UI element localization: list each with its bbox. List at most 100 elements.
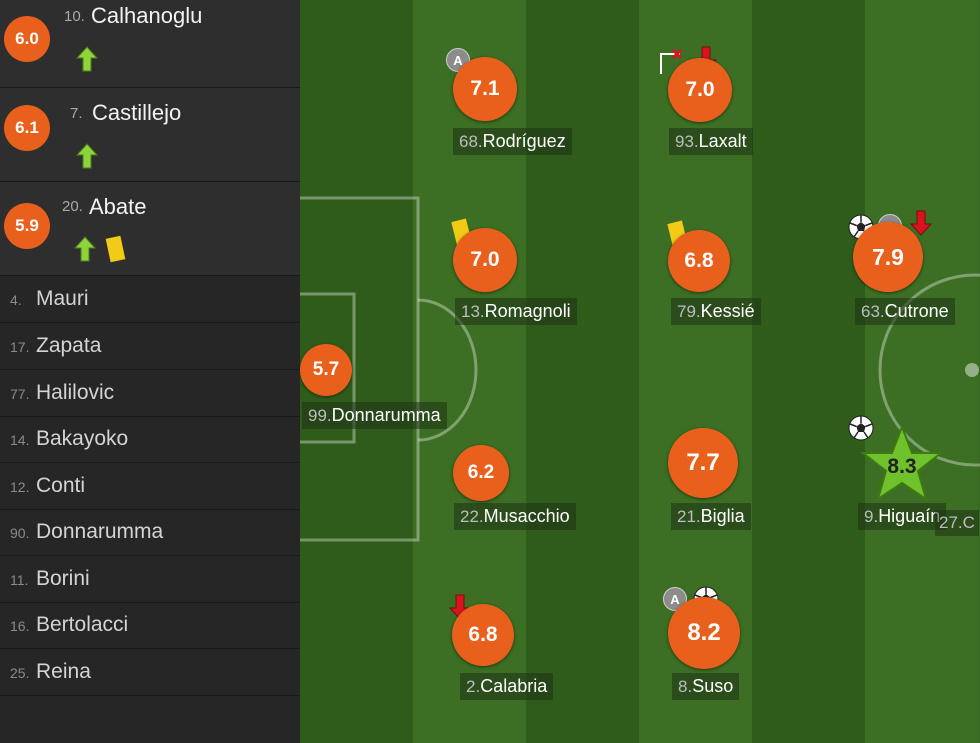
player-number: 7. xyxy=(70,105,83,122)
rating-badge: 6.8 xyxy=(452,604,514,666)
pitch: 5.7 99.Donnarumma A 7.1 68.Rodríguez 7.0… xyxy=(300,0,980,743)
man-of-the-match-star-icon xyxy=(860,424,944,502)
player-name: Biglia xyxy=(700,506,745,526)
player-number: 10. xyxy=(64,8,85,25)
player-number: 8. xyxy=(678,677,693,696)
bench-row[interactable]: 17. Zapata xyxy=(0,324,300,370)
rating-badge: 5.7 xyxy=(300,344,352,396)
player-label[interactable]: 2.Calabria xyxy=(460,673,554,700)
player-number: 21. xyxy=(677,507,701,526)
bench-row[interactable]: 16. Bertolacci xyxy=(0,603,300,649)
corner-flag-icon xyxy=(660,48,683,74)
player-number: 63. xyxy=(861,302,885,321)
rating-badge: 7.0 xyxy=(668,58,732,122)
player-name: Kessié xyxy=(700,301,755,321)
pitch-stripe xyxy=(752,0,865,743)
player-label[interactable]: 22.Musacchio xyxy=(454,503,576,530)
player-name[interactable]: Calhanoglu xyxy=(91,3,203,28)
player-number: 4. xyxy=(10,292,22,308)
player-name[interactable]: Conti xyxy=(36,474,86,497)
goal-ball-icon xyxy=(848,415,874,441)
rating-badge: 6.0 xyxy=(4,16,50,62)
player-label[interactable]: 99.Donnarumma xyxy=(302,402,447,429)
bench-row[interactable]: 11. Borini xyxy=(0,557,300,603)
substitute-row[interactable]: 5.9 20. Abate xyxy=(0,182,300,276)
player-number: 12. xyxy=(10,479,30,495)
player-name: Rodríguez xyxy=(482,131,566,151)
pitch-markings xyxy=(300,196,980,542)
player-label[interactable]: 68.Rodríguez xyxy=(453,128,572,155)
penalty-arc xyxy=(417,298,478,442)
yellow-card-icon xyxy=(105,235,126,263)
player-number: 79. xyxy=(677,302,701,321)
bench-row[interactable]: 25. Reina xyxy=(0,650,300,696)
player-number: 99. xyxy=(308,406,332,425)
player-label[interactable]: 8.Suso xyxy=(672,673,740,700)
bench-row[interactable]: 14. Bakayoko xyxy=(0,417,300,463)
player-name: Donnarumma xyxy=(331,405,441,425)
player-name: Romagnoli xyxy=(484,301,571,321)
player-number: 17. xyxy=(10,339,30,355)
penalty-box xyxy=(300,196,420,542)
player-name[interactable]: Bertolacci xyxy=(36,613,129,636)
player-name: Higuaín xyxy=(878,506,941,526)
player-number: 9. xyxy=(864,507,879,526)
sub-in-arrow-icon xyxy=(76,46,98,72)
goal-box xyxy=(300,292,356,444)
player-name[interactable]: Bakayoko xyxy=(36,427,129,450)
sub-in-arrow-icon xyxy=(74,236,96,262)
pitch-stripe xyxy=(526,0,639,743)
player-number: 20. xyxy=(62,198,83,215)
bench-row[interactable]: 4. Mauri xyxy=(0,277,300,323)
player-name[interactable]: Reina xyxy=(36,660,91,683)
player-number: 90. xyxy=(10,525,30,541)
rating-badge: 6.8 xyxy=(668,230,730,292)
cut-off-player-label[interactable]: 27.C xyxy=(935,510,979,536)
player-number: 16. xyxy=(10,618,30,634)
player-name[interactable]: Abate xyxy=(89,194,147,219)
player-name: Musacchio xyxy=(483,506,570,526)
rating-badge: 7.0 xyxy=(453,228,517,292)
player-number: 93. xyxy=(675,132,699,151)
rating-badge: 7.1 xyxy=(453,57,517,121)
rating-badge: 5.9 xyxy=(4,203,50,249)
player-name[interactable]: Mauri xyxy=(36,287,89,310)
player-name: Laxalt xyxy=(698,131,747,151)
center-circle xyxy=(878,273,980,467)
rating-badge: 7.9 xyxy=(853,222,923,292)
player-label[interactable]: 63.Cutrone xyxy=(855,298,955,325)
sub-in-arrow-icon xyxy=(76,143,98,169)
player-name[interactable]: Halilovic xyxy=(36,381,115,404)
substitute-row[interactable]: 6.1 7. Castillejo xyxy=(0,88,300,182)
substitute-row[interactable]: 6.0 10. Calhanoglu xyxy=(0,0,300,88)
player-name: Cutrone xyxy=(884,301,949,321)
player-name[interactable]: Donnarumma xyxy=(36,520,164,543)
player-name[interactable]: Borini xyxy=(36,567,90,590)
player-name: Calabria xyxy=(480,676,548,696)
bench-row[interactable]: 12. Conti xyxy=(0,464,300,510)
player-number: 25. xyxy=(10,665,30,681)
center-spot xyxy=(965,363,979,377)
player-number: 68. xyxy=(459,132,483,151)
player-number: 14. xyxy=(10,432,30,448)
sub-out-arrow-icon xyxy=(910,210,932,236)
rating-badge: 8.2 xyxy=(668,597,740,669)
player-number: 22. xyxy=(460,507,484,526)
pitch-stripe xyxy=(865,0,978,743)
player-number: 77. xyxy=(10,386,30,402)
player-number: 2. xyxy=(466,677,481,696)
player-name[interactable]: Zapata xyxy=(36,334,102,357)
player-label[interactable]: 93.Laxalt xyxy=(669,128,753,155)
rating-badge: 6.2 xyxy=(453,445,509,501)
bench-row[interactable]: 90. Donnarumma xyxy=(0,510,300,556)
player-name[interactable]: Castillejo xyxy=(92,100,182,125)
lineup-sidebar: 6.0 10. Calhanoglu 6.1 7. Castillejo 5.9… xyxy=(0,0,300,743)
player-number: 11. xyxy=(10,572,29,588)
player-label[interactable]: 9.Higuaín xyxy=(858,503,947,530)
player-label[interactable]: 79.Kessié xyxy=(671,298,761,325)
player-number: 13. xyxy=(461,302,485,321)
bench-row[interactable]: 77. Halilovic xyxy=(0,371,300,417)
rating-badge: 7.7 xyxy=(668,428,738,498)
player-label[interactable]: 21.Biglia xyxy=(671,503,751,530)
player-label[interactable]: 13.Romagnoli xyxy=(455,298,577,325)
